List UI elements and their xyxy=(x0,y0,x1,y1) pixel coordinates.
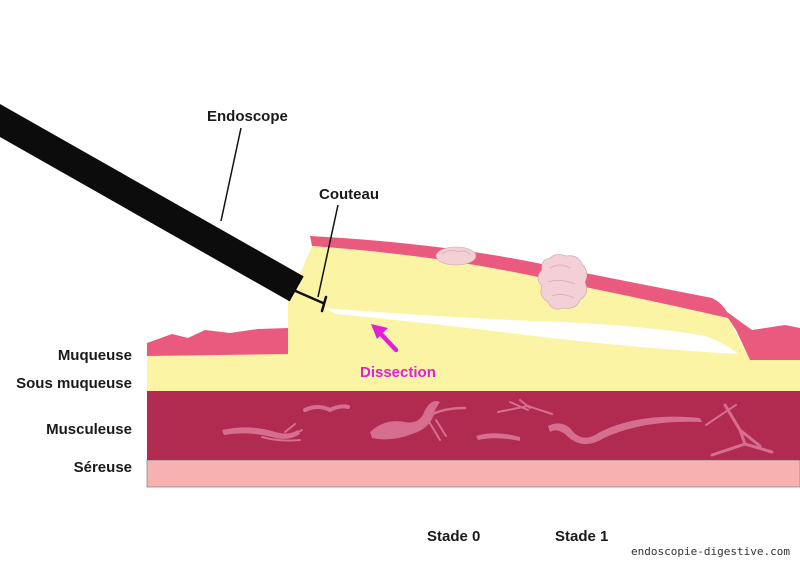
label-endoscope: Endoscope xyxy=(207,108,288,125)
serosa-layer xyxy=(146,459,800,488)
muscle-fibers xyxy=(222,399,774,457)
label-musculeuse: Musculeuse xyxy=(46,421,132,438)
endoscope xyxy=(0,104,304,302)
label-stade1: Stade 1 xyxy=(555,528,608,545)
muscularis-layer xyxy=(147,391,800,460)
credit-text: endoscopie-digestive.com xyxy=(631,545,790,558)
dissection-cleft xyxy=(324,308,738,354)
label-couteau: Couteau xyxy=(319,186,379,203)
knife-icon xyxy=(289,287,328,313)
couteau-callout-line xyxy=(317,204,339,298)
lesion-stage0 xyxy=(435,246,477,266)
label-muqueuse: Muqueuse xyxy=(58,347,132,364)
label-sous-muqueuse: Sous muqueuse xyxy=(16,375,132,392)
submucosa-layer xyxy=(147,353,800,391)
dissection-arrow-icon xyxy=(371,324,399,353)
mucosa-lifted xyxy=(310,236,800,360)
label-dissection: Dissection xyxy=(360,364,436,381)
lesion-stage1 xyxy=(537,254,588,310)
mucosa-left xyxy=(147,328,288,356)
label-stade0: Stade 0 xyxy=(427,528,480,545)
label-sereuse: Séreuse xyxy=(74,459,132,476)
endoscope-callout-line xyxy=(220,127,242,222)
